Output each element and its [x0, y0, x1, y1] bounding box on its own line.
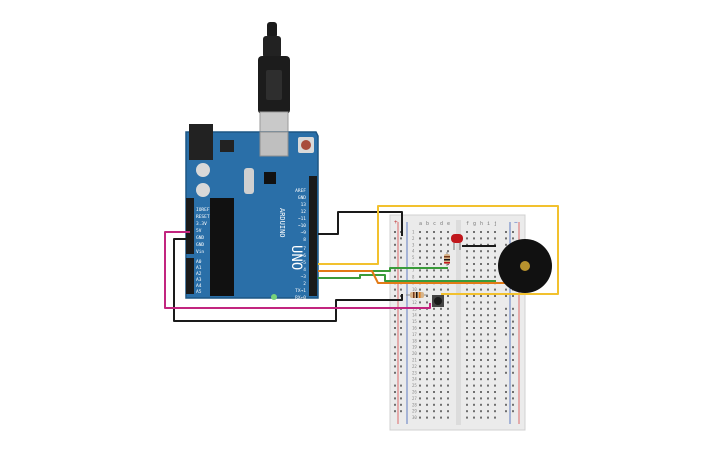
pin-label-12: 12	[301, 209, 307, 215]
pin-label-a0: A0	[196, 259, 202, 265]
row-number: 15	[412, 319, 417, 324]
row-number: 28	[412, 402, 417, 407]
row-number: 23	[412, 370, 417, 375]
pin-label-a4: A4	[196, 283, 202, 289]
pin-label-6: ~6	[301, 253, 307, 259]
pin-label-8: 8	[303, 237, 306, 243]
pin-label-vin: Vin	[196, 249, 204, 255]
pin-label-gnd2: GND	[196, 242, 204, 248]
arduino-brand-label: ARDUINO	[278, 208, 286, 238]
col-label-h: h	[480, 221, 483, 227]
arduino-board[interactable]: ARDUINO UNO IOREF RESET 3.3V 5V GND GND …	[185, 124, 319, 301]
row-number: 17	[412, 332, 417, 337]
breadboard[interactable]: + − a b c d e f g h i j 1234567891011121…	[389, 214, 526, 431]
row-number: 1	[412, 230, 415, 235]
col-label-d: d	[440, 221, 443, 227]
arduino-model-label: UNO	[288, 245, 304, 270]
row-number: 7	[412, 268, 415, 273]
breadboard-holes	[394, 231, 514, 419]
col-label-i: i	[487, 221, 490, 227]
pin-label-10: ~10	[298, 223, 306, 229]
pin-label-a3: A3	[196, 277, 202, 283]
wire-orange-button[interactable]	[318, 270, 506, 284]
wire-yellow-signal[interactable]	[318, 205, 559, 295]
row-number: 14	[412, 313, 417, 318]
row-number: 19	[412, 345, 417, 350]
pin-label-rx0: RX←0	[295, 295, 306, 301]
row-number: 21	[412, 358, 417, 363]
wire-magenta-5v[interactable]	[164, 231, 431, 309]
row-number: 25	[412, 383, 417, 388]
resistor-button[interactable]	[406, 292, 428, 298]
col-label-b: b	[426, 221, 429, 227]
pin-label-2: 2	[303, 281, 306, 287]
row-number: 12	[412, 300, 417, 305]
row-number: 29	[412, 409, 417, 414]
red-led[interactable]	[451, 234, 463, 250]
piezo-buzzer[interactable]	[498, 239, 552, 293]
resistor-led[interactable]	[444, 252, 450, 266]
row-number: 6	[412, 262, 415, 267]
wire-black-gnd-loop[interactable]	[173, 238, 403, 322]
pin-label-tx1: TX→1	[295, 288, 306, 294]
pin-label-3v3: 3.3V	[196, 221, 207, 227]
pin-label-ioref: IOREF	[196, 207, 210, 213]
row-number: 16	[412, 326, 417, 331]
pin-label-11: ~11	[298, 216, 306, 222]
pin-label-gnd3: GND	[298, 195, 306, 201]
push-button[interactable]	[432, 295, 444, 307]
pin-label-3: ~3	[301, 274, 307, 280]
col-label-c: c	[433, 221, 436, 227]
row-number: 8	[412, 274, 415, 279]
row-number: 10	[412, 287, 417, 292]
pin-label-a1: A1	[196, 265, 202, 271]
pin-label-5: ~5	[301, 260, 307, 266]
pin-label-4: 4	[303, 267, 306, 273]
col-label-a: a	[419, 221, 422, 227]
row-number: 2	[412, 236, 415, 241]
pin-label-5v: 5V	[196, 228, 202, 234]
rail-plus-label: +	[394, 219, 398, 226]
pin-label-a5: A5	[196, 289, 202, 295]
pin-label-aref: AREF	[295, 188, 306, 194]
row-number: 5	[412, 255, 415, 260]
row-number: 3	[412, 242, 415, 247]
row-number: 22	[412, 364, 417, 369]
row-number: 30	[412, 415, 417, 420]
usb-cable[interactable]	[258, 22, 290, 143]
col-label-e: e	[447, 221, 450, 227]
row-number: 20	[412, 351, 417, 356]
row-number: 18	[412, 338, 417, 343]
pin-label-7: 7	[303, 246, 306, 252]
row-number: 27	[412, 396, 417, 401]
pin-label-reset: RESET	[196, 214, 210, 220]
row-number: 26	[412, 390, 417, 395]
pin-label-13: 13	[301, 202, 307, 208]
pin-label-a2: A2	[196, 271, 202, 277]
pin-label-9: ~9	[301, 230, 307, 236]
rail-minus-label: −	[514, 219, 518, 226]
row-number: 4	[412, 249, 415, 254]
col-label-j: j	[494, 221, 497, 227]
col-label-g: g	[473, 221, 476, 227]
pin-label-gnd1: GND	[196, 235, 204, 241]
wire-black-gnd[interactable]	[318, 211, 403, 236]
row-number: 24	[412, 377, 417, 382]
wire-green-buzzer[interactable]	[318, 274, 496, 282]
col-label-f: f	[466, 221, 469, 227]
